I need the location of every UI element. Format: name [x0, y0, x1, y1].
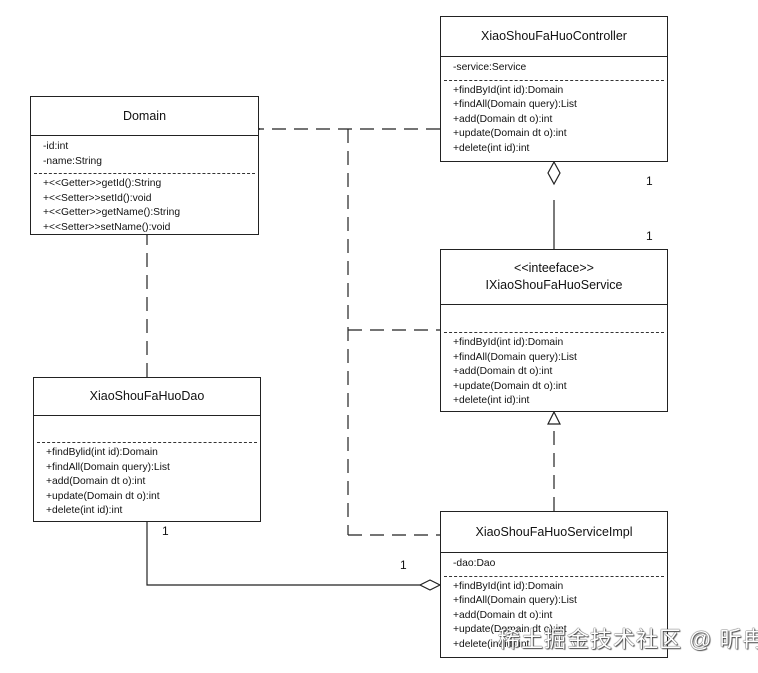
multiplicity-dao: 1: [162, 524, 169, 538]
method-row: +findBylid(int id):Domain: [46, 447, 158, 458]
method-row: +<<Setter>>setName():void: [43, 221, 171, 233]
multiplicity-service: 1: [646, 229, 653, 243]
attributes-compartment: -id:int -name:String: [31, 136, 258, 173]
method-row: +delete(int id):int: [46, 505, 123, 517]
class-name: XiaoShouFaHuoServiceImpl: [441, 512, 667, 553]
method-row: +<<Getter>>getName():String: [43, 207, 181, 219]
method-row: +add(Domain dt o):int: [453, 366, 553, 378]
method-row: +delete(int id):int: [453, 395, 530, 407]
attributes-compartment: -dao:Dao: [441, 553, 667, 576]
compartment-separator: [444, 79, 664, 81]
method-row: +findAll(Domain query):List: [453, 99, 577, 111]
methods-compartment: +findById(int id):Domain +findAll(Domain…: [441, 577, 667, 656]
method-row: +add(Domain dt o):int: [46, 476, 146, 488]
method-row: +update(Domain dt o):int: [453, 128, 567, 140]
compartment-separator: [444, 575, 664, 577]
impl-aggregation-diamond: [418, 579, 442, 591]
attribute-row: -service:Service: [453, 62, 527, 73]
methods-compartment: +<<Getter>>getId():String +<<Setter>>set…: [31, 174, 258, 238]
method-row: +update(Domain dt o):int: [453, 624, 567, 636]
method-row: +add(Domain dt o):int: [453, 113, 553, 125]
attributes-compartment: [441, 305, 667, 332]
method-row: +delete(int id):int: [453, 638, 530, 650]
methods-compartment: +findBylid(int id):Domain +findAll(Domai…: [34, 443, 260, 522]
method-row: +findAll(Domain query):List: [453, 595, 577, 607]
multiplicity-controller: 1: [646, 174, 653, 188]
methods-compartment: +findById(int id):Domain +findAll(Domain…: [441, 81, 667, 160]
attributes-compartment: [34, 416, 260, 442]
compartment-separator: [444, 332, 664, 333]
method-row: +delete(int id):int: [453, 142, 530, 154]
method-row: +findById(int id):Domain: [453, 580, 564, 592]
method-row: +add(Domain dt o):int: [453, 609, 553, 621]
class-name-text: IXiaoShouFaHuoService: [485, 278, 623, 292]
interface-service[interactable]: <<inteeface>> IXiaoShouFaHuoService +fin…: [440, 249, 668, 412]
class-name-text: Domain: [122, 108, 167, 123]
class-name-text: XiaoShouFaHuoServiceImpl: [475, 524, 633, 539]
class-dao[interactable]: XiaoShouFaHuoDao +findBylid(int id):Doma…: [33, 377, 261, 522]
dao-impl-aggregation-line: [146, 522, 420, 586]
class-controller[interactable]: XiaoShouFaHuoController -service:Service…: [440, 16, 668, 162]
method-row: +findAll(Domain query):List: [46, 461, 170, 473]
compartment-separator: [34, 173, 255, 175]
class-name: XiaoShouFaHuoController: [441, 17, 667, 57]
class-name-text: XiaoShouFaHuoController: [481, 29, 627, 43]
watermark: 稀土掘金技术社区 @ 昕冉: [498, 627, 758, 652]
class-name: Domain: [31, 97, 258, 136]
class-service-impl[interactable]: XiaoShouFaHuoServiceImpl -dao:Dao +findB…: [440, 511, 668, 658]
attribute-row: -name:String: [43, 155, 102, 167]
method-row: +<<Setter>>setId():void: [43, 192, 152, 204]
method-row: +update(Domain dt o):int: [46, 490, 160, 502]
compartment-separator: [37, 442, 257, 443]
realization-triangle: [547, 410, 561, 425]
methods-compartment: +findById(int id):Domain +findAll(Domain…: [441, 333, 667, 412]
class-name: XiaoShouFaHuoDao: [34, 378, 260, 416]
attribute-row: -dao:Dao: [453, 558, 496, 569]
method-row: +findById(int id):Domain: [453, 337, 564, 348]
method-row: +update(Domain dt o):int: [453, 380, 567, 392]
multiplicity-impl: 1: [400, 558, 407, 572]
class-domain[interactable]: Domain -id:int -name:String +<<Getter>>g…: [30, 96, 259, 235]
stereotype-label: <<inteeface>>: [514, 261, 594, 275]
method-row: +<<Getter>>getId():String: [43, 178, 162, 190]
attributes-compartment: -service:Service: [441, 57, 667, 80]
method-row: +findById(int id):Domain: [453, 84, 564, 96]
method-row: +findAll(Domain query):List: [453, 351, 577, 363]
attribute-row: -id:int: [43, 141, 69, 152]
controller-aggregation-diamond: [547, 160, 561, 186]
class-name-text: XiaoShouFaHuoDao: [89, 389, 205, 403]
class-name: <<inteeface>> IXiaoShouFaHuoService: [441, 250, 667, 305]
